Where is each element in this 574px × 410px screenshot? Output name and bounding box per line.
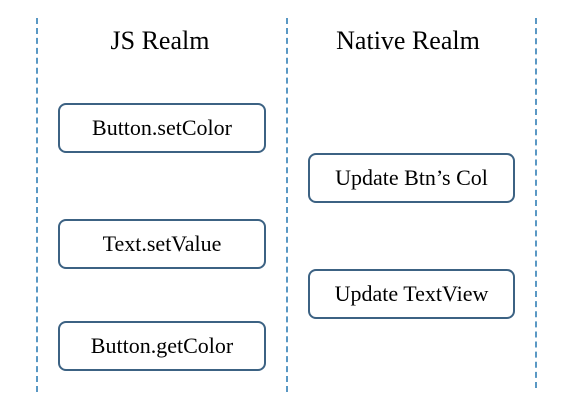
button-setcolor-box: Button.setColor	[58, 103, 266, 153]
button-getcolor-box: Button.getColor	[58, 321, 266, 371]
left-divider	[36, 18, 38, 392]
center-divider	[286, 18, 288, 392]
update-btn-color-box: Update Btn’s Col	[308, 153, 515, 203]
right-divider	[535, 18, 537, 388]
js-realm-title: JS Realm	[110, 26, 210, 55]
native-realm-title: Native Realm	[336, 26, 480, 55]
text-setvalue-box: Text.setValue	[58, 219, 266, 269]
update-textview-box: Update TextView	[308, 269, 515, 319]
